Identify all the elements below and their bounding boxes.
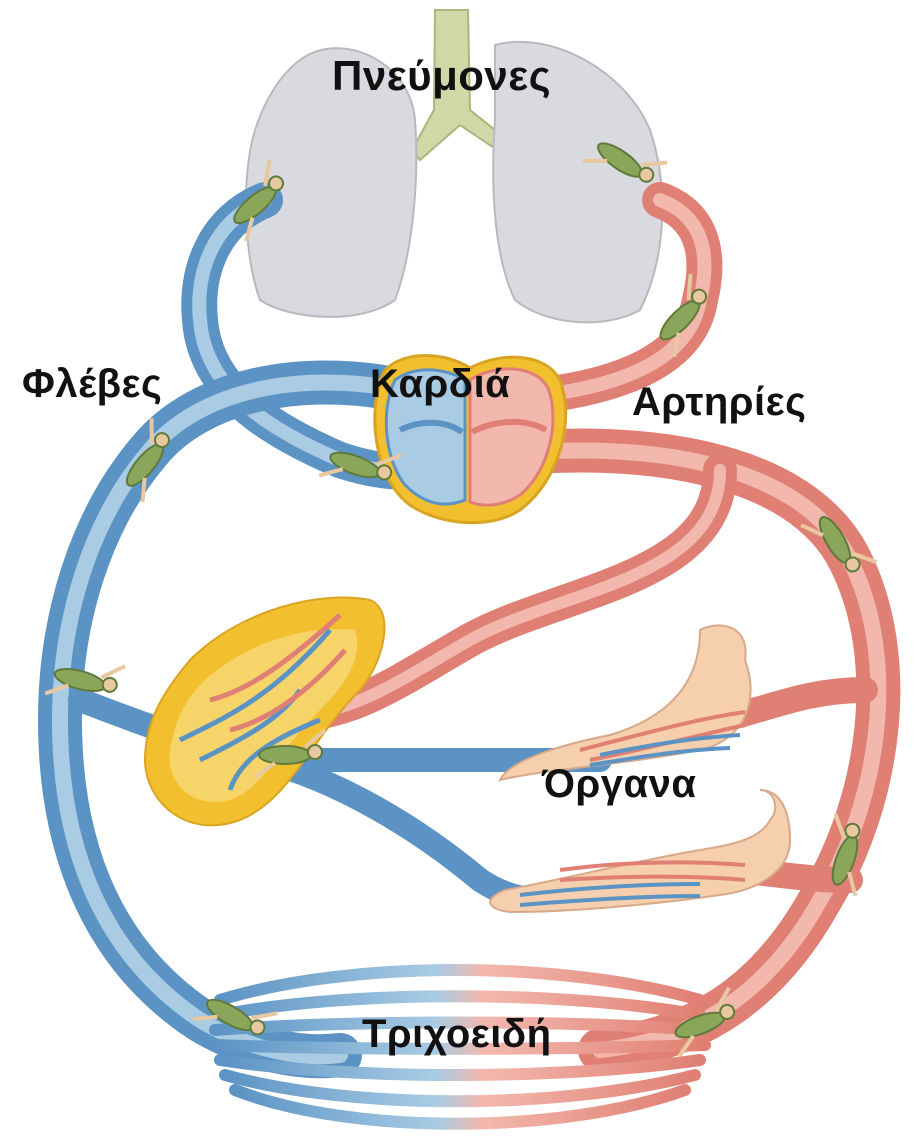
label-arteries: Αρτηρίες bbox=[632, 380, 806, 425]
swimmer-figures bbox=[45, 122, 879, 1056]
label-capillaries: Τριχοειδή bbox=[362, 1012, 552, 1057]
label-lungs: Πνεύμονες bbox=[332, 52, 551, 100]
organ-upper bbox=[500, 625, 751, 780]
label-organs: Όργανα bbox=[542, 762, 696, 807]
organ-lower bbox=[490, 790, 790, 912]
label-veins: Φλέβες bbox=[22, 362, 162, 407]
label-heart: Καρδιά bbox=[370, 362, 510, 407]
